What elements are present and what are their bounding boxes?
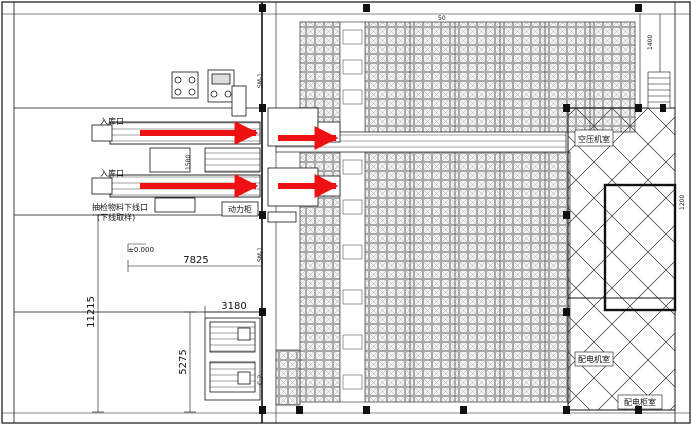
- code-50: 50: [438, 15, 446, 22]
- label-sm1-mid: SM-1: [257, 247, 264, 262]
- dimension-7825: 7825: [183, 255, 208, 266]
- lift-shaft: C-2: [204, 317, 264, 401]
- label-entry-2: 入库口: [100, 168, 124, 178]
- dimension-5275: 5275: [178, 349, 189, 374]
- structural-columns: [259, 4, 666, 414]
- label-bottom-right-room: 配电柜室: [624, 397, 656, 407]
- stair-symbol: [647, 71, 671, 109]
- label-right-room-bottom: 配电机室: [578, 354, 610, 364]
- code-far-right: 1200: [679, 195, 686, 210]
- label-sampling-note: (下线取样): [97, 212, 135, 222]
- label-entry-1: 入库口: [100, 116, 124, 126]
- forklift-symbol-1: [171, 71, 199, 99]
- label-power-cabinet: 动力柜: [228, 204, 252, 214]
- label-sampling-exit: 抽检物料下线口: [92, 202, 148, 212]
- rack-area: [275, 21, 636, 406]
- flow-arrows: [140, 121, 339, 198]
- dimension-3180: 3180: [221, 301, 246, 312]
- code-c2: C-2: [257, 375, 264, 385]
- code-right-vertical: 1400: [647, 35, 654, 50]
- right-rooms: 空压机室 配电机室 配电柜室 1400 1200: [567, 35, 686, 411]
- rack-aisle-top: [339, 21, 366, 133]
- dimension-11215: 11215: [86, 296, 97, 328]
- rack-block-lower-strip: [275, 349, 301, 406]
- inner-room-wall: [603, 183, 677, 312]
- code-1580: 1580: [185, 155, 192, 170]
- power-cabinet: [221, 201, 259, 217]
- elevation-mark: ±0.000: [128, 246, 154, 254]
- forklift-symbol-2: [207, 69, 235, 103]
- left-equipment: 1580 动力柜 入库口 入库口 抽检物料下线口 (下线取样) SM-1 SM-…: [91, 69, 341, 262]
- label-sm1-top: SM-1: [257, 73, 264, 88]
- label-right-room-top: 空压机室: [578, 134, 610, 144]
- rack-block-main-bottom: [364, 151, 571, 403]
- dimension-lines: [92, 214, 263, 413]
- rack-aisle-bottom: [339, 151, 366, 403]
